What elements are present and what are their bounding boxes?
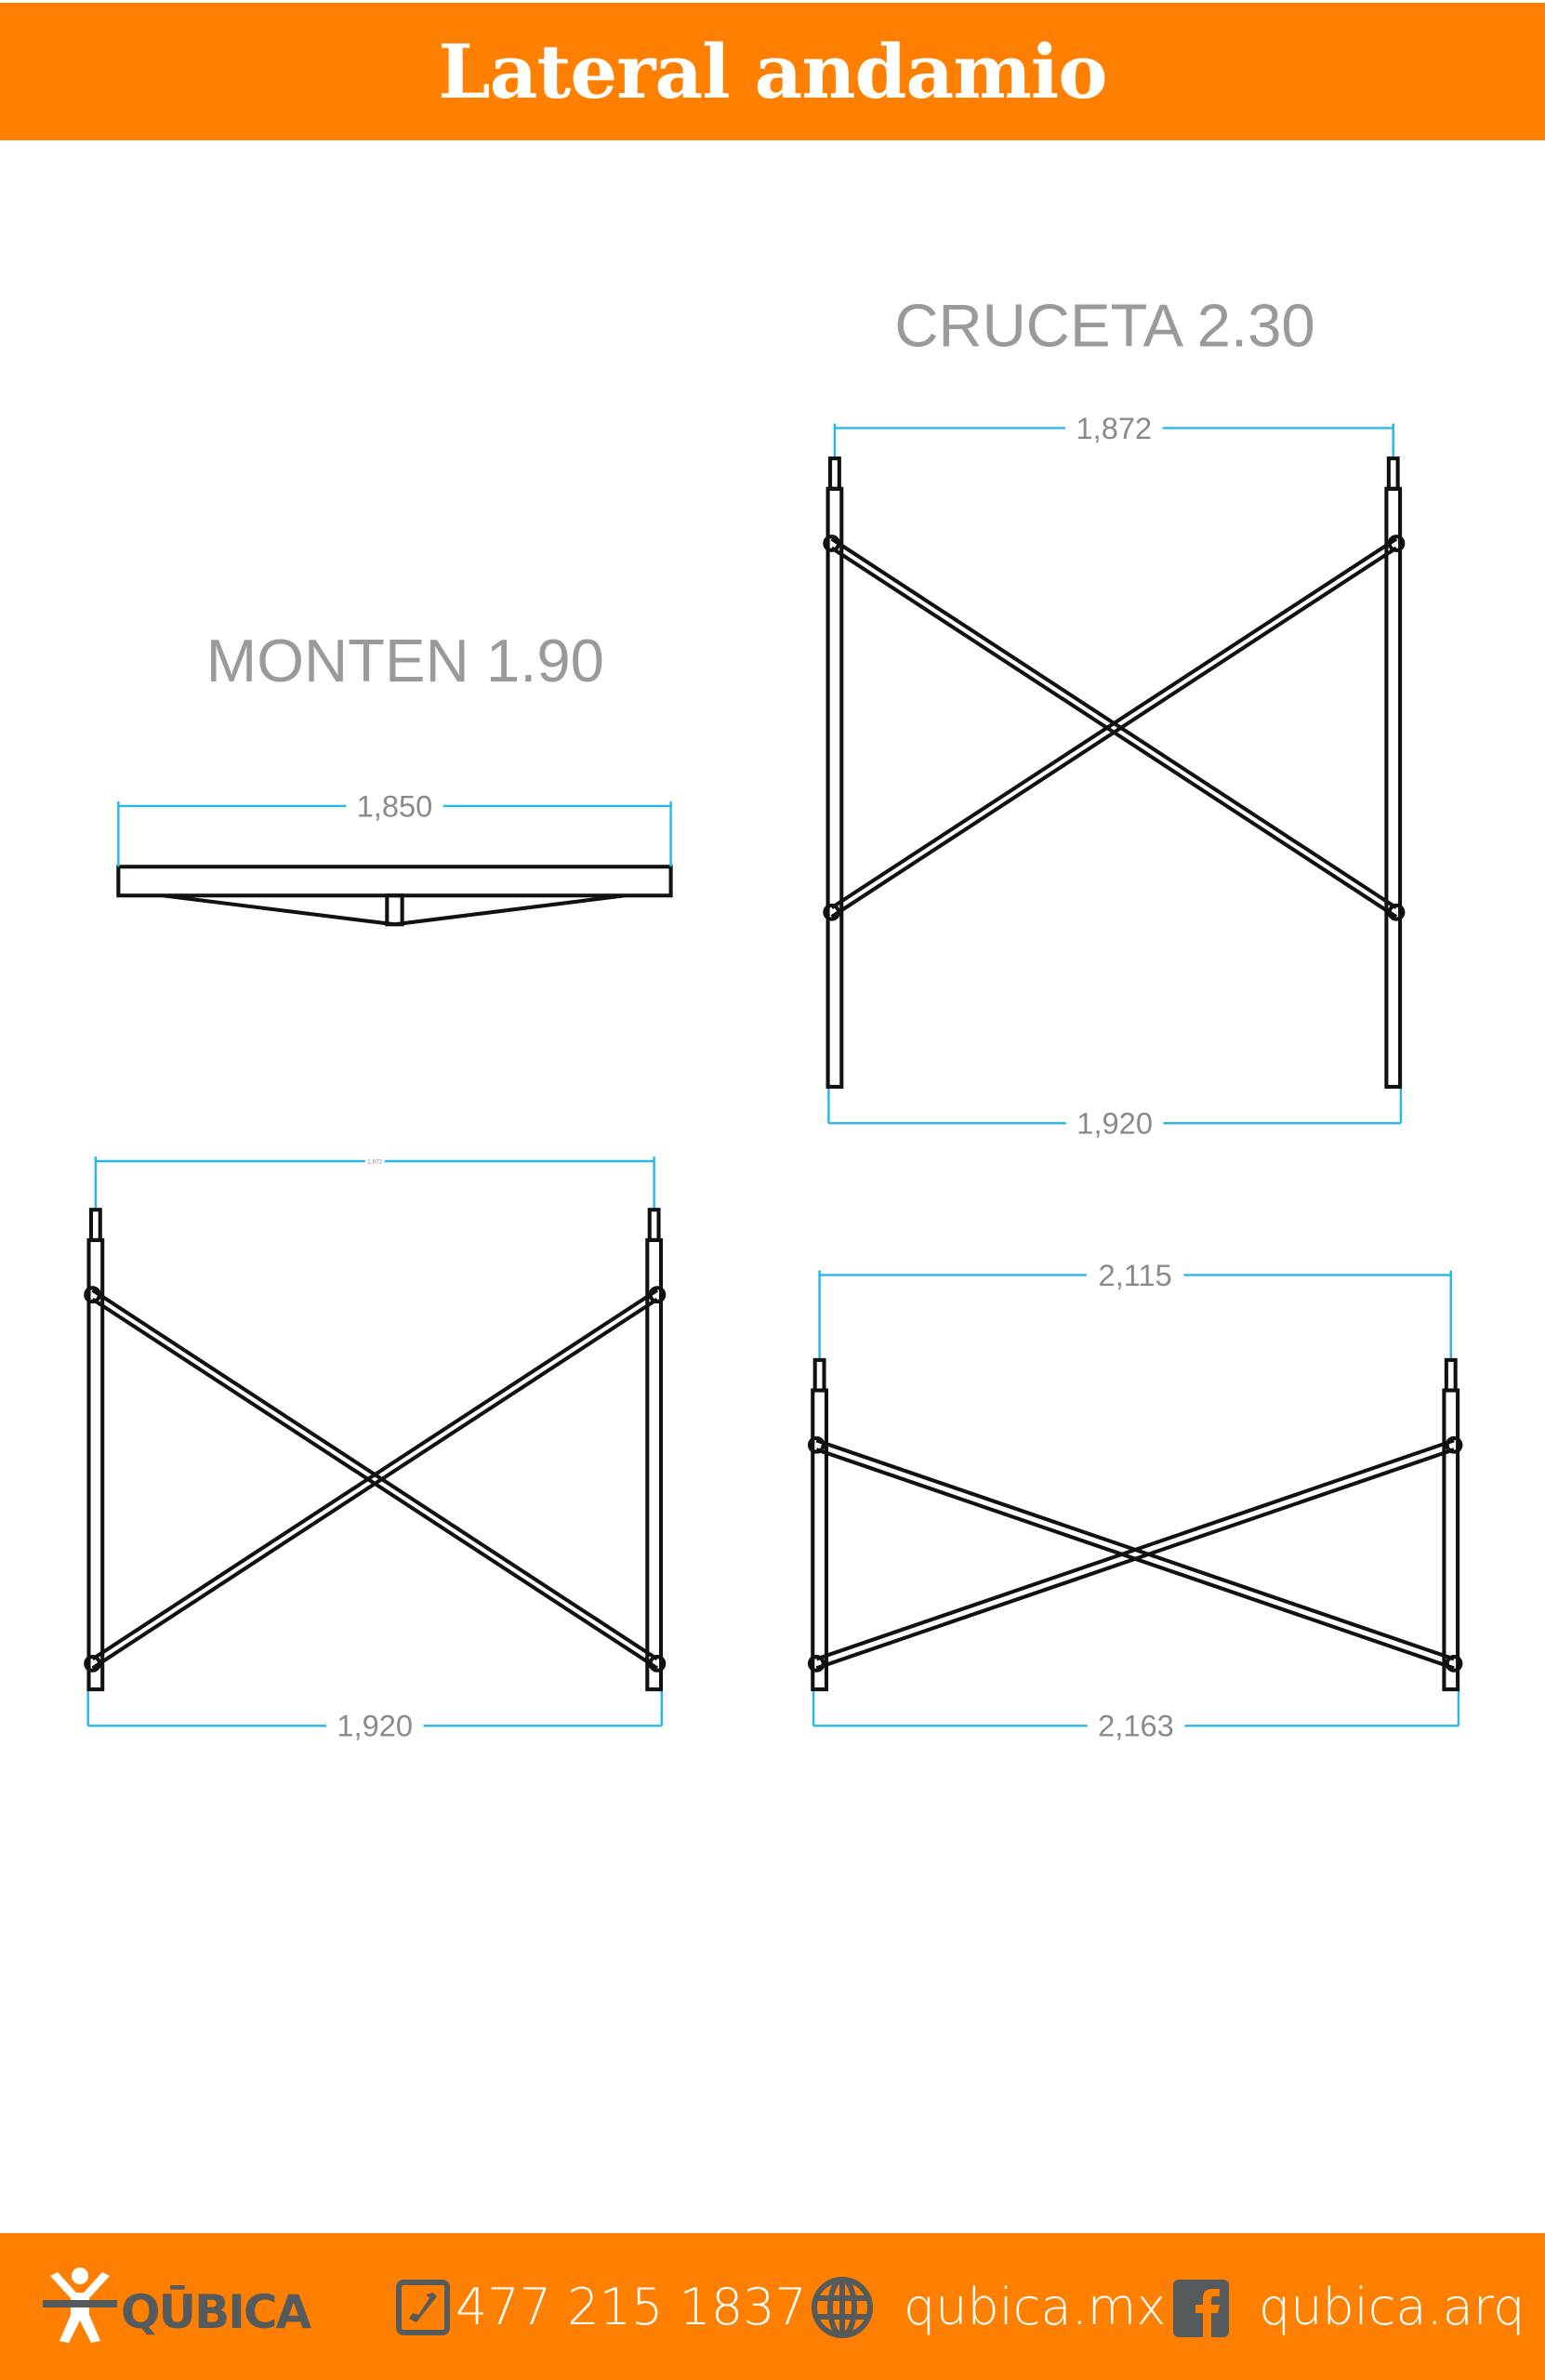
pin-joint bbox=[807, 1435, 825, 1454]
pin-joint bbox=[1445, 1435, 1463, 1454]
cross-brace bbox=[91, 1297, 659, 1670]
dimension-label: 1,872 bbox=[1076, 411, 1152, 445]
footer-bar bbox=[0, 2233, 1545, 2380]
phone-number[interactable]: 477 215 1837 bbox=[456, 2278, 807, 2336]
facebook-icon bbox=[1173, 2280, 1229, 2337]
cross-brace bbox=[830, 536, 1398, 910]
post bbox=[645, 1237, 664, 1692]
cruceta-b-frame bbox=[84, 1208, 667, 1692]
website-link[interactable]: qubica.mx bbox=[904, 2278, 1167, 2336]
pin-joint bbox=[84, 1286, 101, 1304]
pin-joint bbox=[648, 1286, 667, 1304]
cross-brace bbox=[815, 1448, 1455, 1671]
dimension-label: 1,872 bbox=[367, 1158, 383, 1165]
cross-brace bbox=[91, 1289, 659, 1661]
cruceta-title: CRUCETA 2.30 bbox=[894, 291, 1314, 359]
pin-joint bbox=[823, 535, 841, 552]
monten-width-dimension: 1,850 bbox=[117, 788, 672, 867]
header-bar: Lateral andamio bbox=[0, 3, 1545, 140]
pin-joint bbox=[648, 1654, 667, 1673]
dimension-label: 2,115 bbox=[1099, 1258, 1172, 1292]
pin-joint bbox=[84, 1654, 101, 1673]
post bbox=[825, 486, 844, 1090]
brand-logo: QŪBICA bbox=[121, 2285, 311, 2339]
monten-title: MONTEN 1.90 bbox=[206, 627, 604, 694]
pin-joint bbox=[807, 1654, 825, 1673]
monten-drawing bbox=[116, 865, 673, 927]
post-stub bbox=[1386, 456, 1400, 491]
post bbox=[1384, 486, 1403, 1090]
cruceta-b-bottom-dimension: 1,920 bbox=[86, 1685, 664, 1743]
post-stub bbox=[1444, 1357, 1458, 1393]
pin-joint bbox=[823, 903, 841, 921]
cruceta-a-bottom-dimension: 1,920 bbox=[827, 1082, 1403, 1141]
post bbox=[1442, 1388, 1460, 1692]
post-stub bbox=[827, 456, 841, 491]
monten-beam bbox=[116, 865, 673, 898]
post-stub bbox=[88, 1208, 102, 1242]
cruceta-c-bottom-dimension: 2,163 bbox=[812, 1685, 1460, 1743]
cruceta-a-frame bbox=[823, 456, 1406, 1090]
cruceta-c-top-dimension: 2,115 bbox=[818, 1258, 1453, 1360]
dimension-label: 1,920 bbox=[1076, 1106, 1153, 1141]
cross-brace bbox=[830, 546, 1398, 919]
pin-joint bbox=[1387, 535, 1406, 552]
cruceta-c-frame bbox=[807, 1357, 1463, 1692]
post-stub bbox=[647, 1208, 661, 1242]
cross-brace bbox=[815, 1438, 1455, 1661]
qubica-logo-icon bbox=[43, 2268, 117, 2343]
post-stub bbox=[812, 1357, 826, 1393]
cruceta-a-top-dimension: 1,872 bbox=[833, 411, 1394, 459]
post bbox=[86, 1237, 105, 1692]
monten-post bbox=[385, 893, 404, 927]
page-title: Lateral andamio bbox=[438, 28, 1107, 115]
dimension-label: 1,920 bbox=[337, 1709, 413, 1743]
cruceta-b-top-dimension: 1,872 bbox=[94, 1157, 655, 1210]
facebook-link[interactable]: qubica.arq bbox=[1259, 2278, 1525, 2336]
dimension-label: 2,163 bbox=[1098, 1709, 1174, 1743]
globe-icon bbox=[812, 2277, 873, 2338]
post bbox=[811, 1388, 828, 1692]
dimension-label: 1,850 bbox=[357, 788, 433, 823]
pin-joint bbox=[1445, 1654, 1463, 1673]
monten-truss bbox=[162, 893, 626, 927]
pin-joint bbox=[1387, 903, 1406, 921]
phone-icon bbox=[396, 2280, 450, 2335]
